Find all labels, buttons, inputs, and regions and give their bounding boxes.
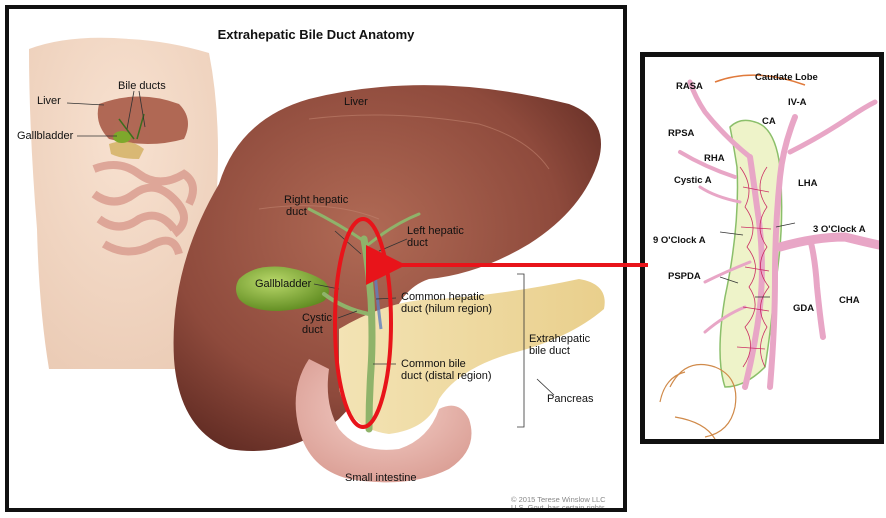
gallbladder-label: Gallbladder	[255, 278, 311, 290]
cystic-a-label: Cystic A	[674, 175, 712, 186]
arterial-detail-illustration	[645, 57, 879, 439]
cystic-duct-label: Cystic duct	[302, 312, 332, 336]
lha-label: LHA	[798, 178, 818, 189]
inset-bile-ducts-label: Bile ducts	[118, 80, 166, 92]
nine-oclock-artery-label: 9 O'Clock A	[653, 235, 706, 246]
rasa-label: RASA	[676, 81, 703, 92]
anatomy-illustration-panel: Extrahepatic Bile Duct Anatomy Liver Bil…	[5, 5, 627, 512]
copyright-credit: © 2015 Terese Winslow LLC U.S. Govt. has…	[511, 496, 606, 512]
cha-label: CHA	[839, 295, 860, 306]
rpsa-label: RPSA	[668, 128, 694, 139]
common-bile-duct-label: Common bile duct (distal region)	[401, 358, 492, 382]
gda-label: GDA	[793, 303, 814, 314]
arterial-detail-panel: Caudate Lobe RASA IV-A CA RPSA RHA Cysti…	[640, 52, 884, 444]
three-oclock-artery-label: 3 O'Clock A	[813, 224, 866, 235]
inset-liver-label: Liver	[37, 95, 61, 107]
pancreas-label: Pancreas	[547, 393, 593, 405]
small-intestine-label: Small intestine	[345, 472, 417, 484]
left-hepatic-duct-label: Left hepatic duct	[407, 225, 464, 249]
pspda-label: PSPDA	[668, 271, 701, 282]
figure-title: Extrahepatic Bile Duct Anatomy	[9, 27, 623, 42]
ca-label: CA	[762, 116, 776, 127]
extrahepatic-bile-duct-label: Extrahepatic bile duct	[529, 333, 590, 357]
caudate-lobe-label: Caudate Lobe	[755, 72, 818, 83]
common-hepatic-duct-label: Common hepatic duct (hilum region)	[401, 291, 492, 315]
inset-gallbladder-label: Gallbladder	[17, 130, 73, 142]
anatomy-illustration	[9, 9, 623, 508]
iv-a-label: IV-A	[788, 97, 806, 108]
right-hepatic-duct-label: Right hepatic duct	[284, 194, 348, 218]
rha-label: RHA	[704, 153, 725, 164]
liver-label: Liver	[344, 96, 368, 108]
